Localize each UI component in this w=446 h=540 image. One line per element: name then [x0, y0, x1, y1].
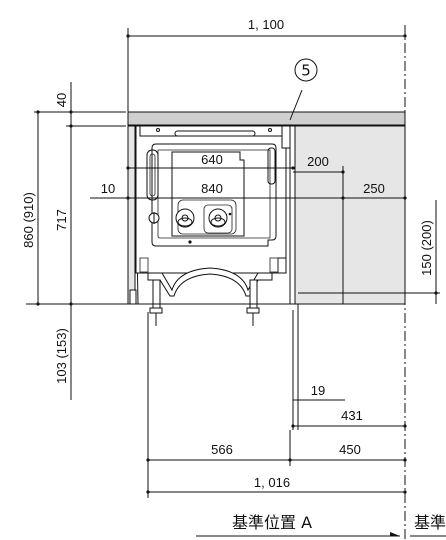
screw-icon — [156, 128, 160, 132]
dim-200: 200 — [307, 154, 329, 169]
dim-450: 450 — [339, 442, 361, 457]
pump-left-base — [177, 217, 193, 227]
upper-pipe — [281, 125, 291, 149]
dim-103-153: 103 (153) — [54, 328, 69, 384]
countertop — [127, 111, 406, 126]
drain-dot — [188, 240, 192, 244]
dim-dot — [291, 424, 295, 428]
pump-right-base — [210, 217, 226, 227]
dim-dot — [146, 458, 150, 462]
dim-250: 250 — [363, 181, 385, 196]
dim-dot — [146, 490, 150, 494]
dim-840: 840 — [201, 181, 223, 196]
right-foot — [246, 307, 260, 314]
dim-dot — [403, 490, 407, 494]
leader-line-5 — [289, 89, 303, 121]
base-arch — [147, 267, 273, 297]
arrow-right-icon — [390, 532, 400, 536]
dim-dot — [434, 291, 438, 295]
dim-40: 40 — [54, 93, 69, 107]
inner-tub-line — [157, 149, 271, 239]
top-slot — [174, 130, 256, 137]
screw-icon — [228, 212, 232, 216]
dim-860-910: 860 (910) — [21, 192, 36, 248]
center-module — [171, 151, 245, 237]
dim-10: 10 — [101, 181, 115, 196]
dishwasher-body — [135, 125, 287, 274]
dim-dot — [126, 34, 130, 38]
dim-dot — [126, 166, 130, 170]
right-cabinet-edge — [289, 125, 296, 305]
left-bracket — [139, 257, 149, 273]
dim-dot — [403, 424, 407, 428]
dim-dot — [403, 458, 407, 462]
dim-dot — [69, 110, 73, 114]
dim-dot — [291, 166, 295, 170]
dim-566: 566 — [211, 442, 233, 457]
reference-circle — [294, 58, 318, 82]
dim-dot — [403, 34, 407, 38]
inner-tub — [151, 143, 277, 247]
left-foot — [149, 307, 163, 314]
pump-frame — [203, 204, 233, 234]
screw-icon — [268, 128, 272, 132]
right-vertical-pipe — [267, 147, 276, 185]
pump-right-hub — [214, 214, 222, 222]
dim-1016: 1, 016 — [254, 475, 290, 490]
reference-label-b: 基準 — [414, 513, 446, 532]
dim-dot — [126, 196, 130, 200]
dim-431: 431 — [341, 408, 363, 423]
dim-dot — [36, 110, 40, 114]
left-rail — [129, 289, 137, 305]
dim-19: 19 — [311, 383, 325, 398]
dim-dot — [403, 196, 407, 200]
dim-150-200: 150 (200) — [419, 220, 434, 276]
reference-label-a: 基準位置 A — [232, 513, 312, 532]
pipe-inner — [149, 153, 156, 197]
dim-dot — [341, 196, 345, 200]
reference-mark: 5 — [301, 62, 311, 80]
right-bracket — [269, 257, 279, 273]
left-side-panel — [127, 125, 136, 305]
left-vertical-pipe — [146, 149, 159, 201]
dim-dot — [341, 170, 345, 174]
dim-717: 717 — [54, 209, 69, 231]
dim-640: 640 — [201, 152, 223, 167]
right-cabinet — [292, 125, 406, 305]
dim-1100: 1, 100 — [248, 17, 284, 32]
pump-left-hub — [181, 214, 189, 222]
